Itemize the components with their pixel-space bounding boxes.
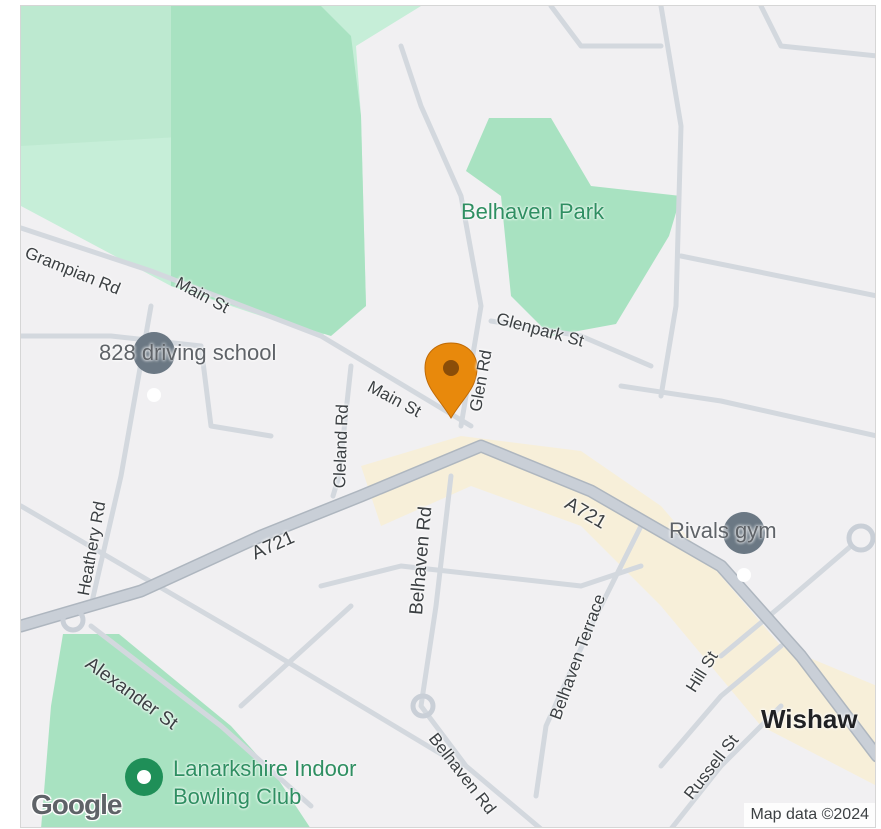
park-label-belhaven: Belhaven Park <box>461 199 605 224</box>
map-canvas[interactable]: Belhaven Park Lanarkshire Indoor Bowling… <box>20 5 876 828</box>
park-area-bowling <box>41 634 310 827</box>
google-logo[interactable]: Google <box>31 789 122 820</box>
road-grampian <box>21 225 474 429</box>
road-e3 <box>678 253 875 299</box>
urban-area <box>361 436 875 785</box>
poi-label-gym[interactable]: Rivals gym <box>669 518 777 543</box>
road-label-cleland-rd: Cleland Rd <box>330 403 352 489</box>
road-glen <box>398 43 484 429</box>
town-label-wishaw: Wishaw <box>761 704 858 734</box>
roundabout-south <box>410 693 436 719</box>
road-w2 <box>198 343 274 439</box>
green-strip <box>171 6 366 336</box>
poi-label-driving-school[interactable]: 828 driving school <box>99 340 277 365</box>
road-northeast <box>658 6 684 399</box>
location-pin-icon[interactable] <box>424 342 478 419</box>
road-alexander <box>88 623 314 809</box>
park-pin-icon[interactable] <box>125 758 163 796</box>
park-area-belhaven <box>466 118 681 336</box>
roundabout-east <box>846 523 875 553</box>
road-rail <box>21 503 464 769</box>
road-belhaven <box>418 473 543 827</box>
road-hill <box>658 643 784 769</box>
road-russell <box>669 703 784 827</box>
road-s2 <box>238 603 354 709</box>
road-cleland <box>330 363 354 499</box>
road-east <box>618 383 875 439</box>
road-glenpark <box>488 318 654 369</box>
map-base-layer <box>21 6 875 827</box>
place-pin-icon[interactable] <box>723 512 766 582</box>
road-se <box>718 543 854 659</box>
roundabout-west <box>60 607 86 633</box>
park-label-bowling-line2: Bowling Club <box>173 784 302 809</box>
minor-roads <box>21 6 875 827</box>
major-road-a721 <box>21 439 875 763</box>
road-ne2 <box>758 6 875 59</box>
park-label-bowling-line1: Lanarkshire Indoor <box>173 756 357 781</box>
road-north <box>548 6 664 49</box>
woodland-patch <box>21 6 196 146</box>
place-pin-icon[interactable] <box>133 332 176 402</box>
road-s1 <box>318 563 644 589</box>
map-attribution[interactable]: Map data ©2024 <box>744 803 875 827</box>
